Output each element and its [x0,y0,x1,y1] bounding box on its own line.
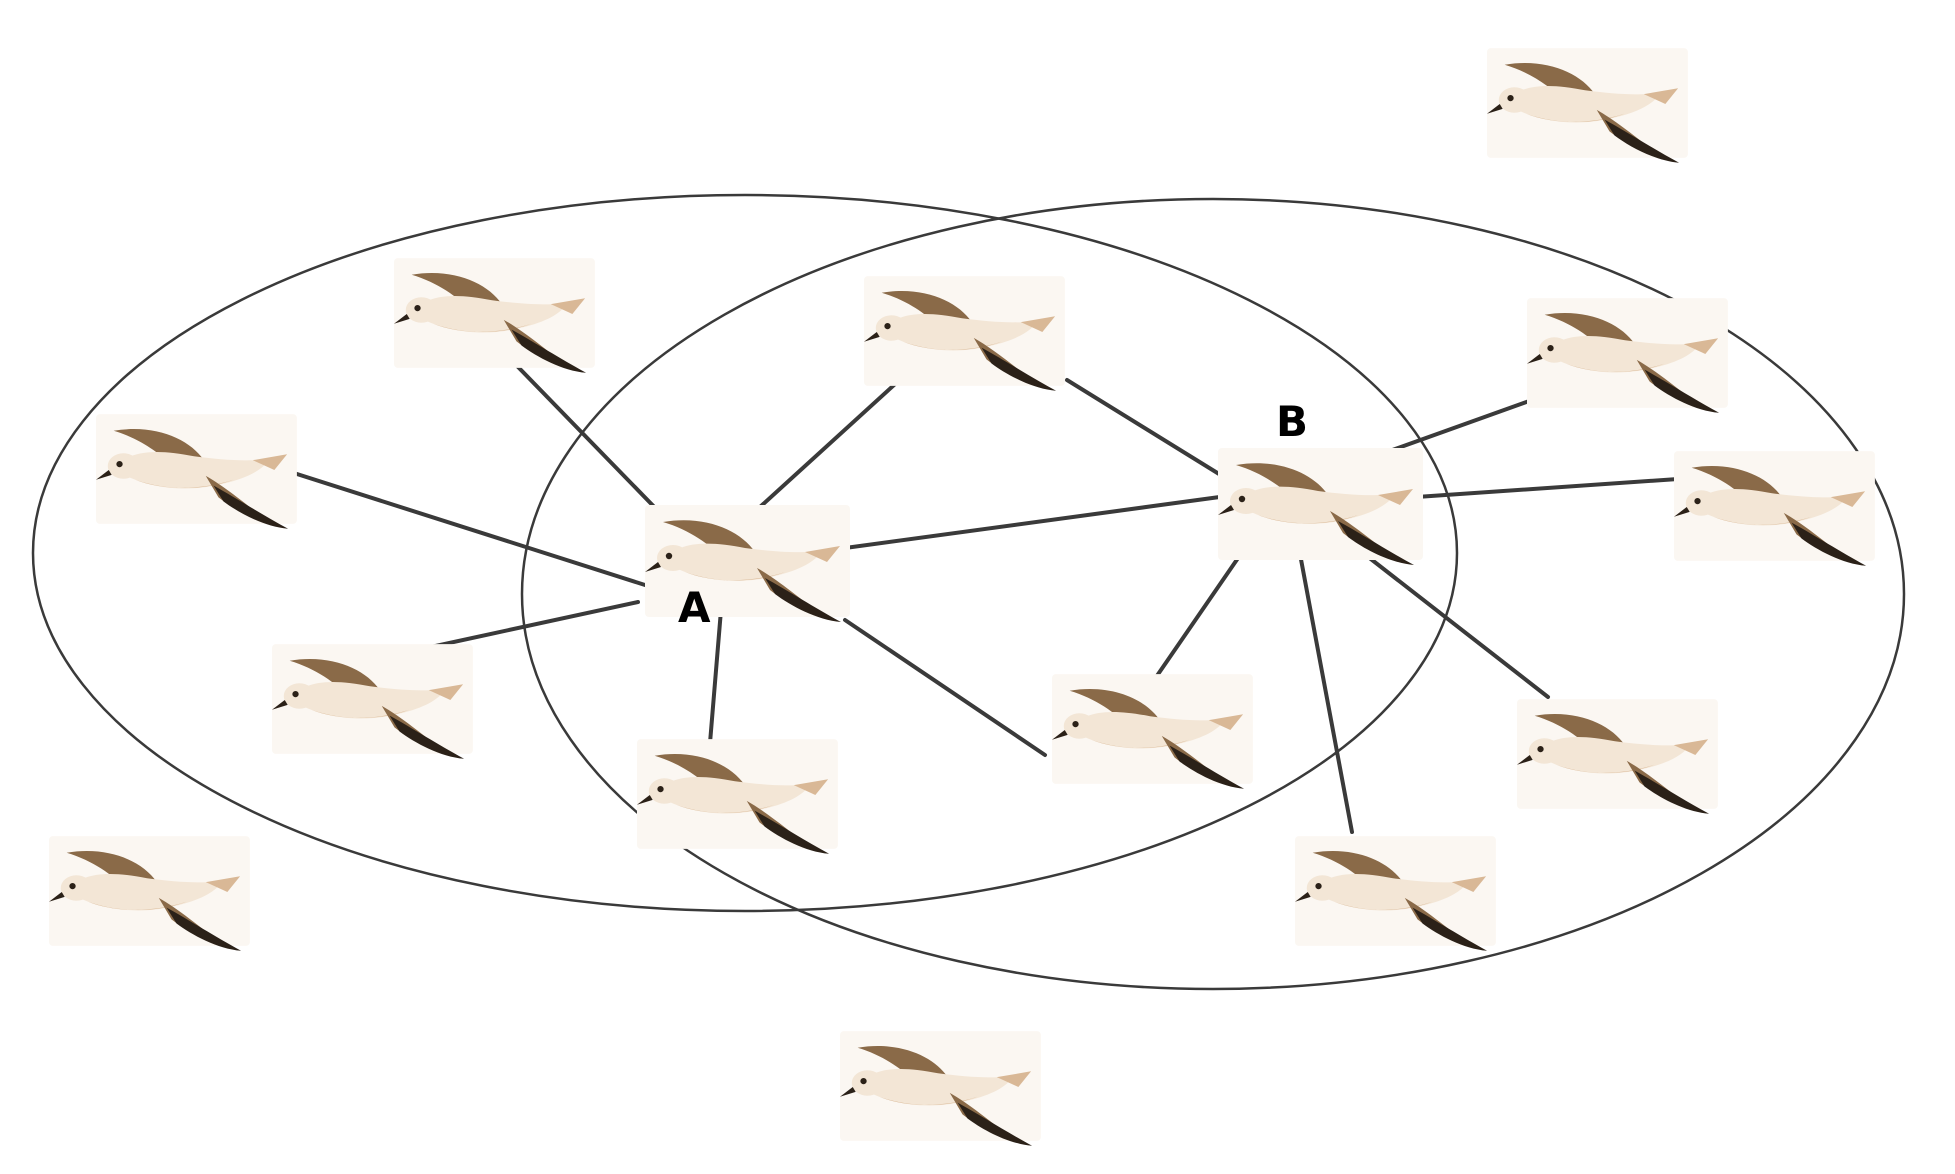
neighborhood-ring-a [31,193,1459,913]
gull-icon [840,1031,1041,1146]
link-b-5 [1295,536,1354,834]
links-b [1065,378,1709,834]
gull-icon [96,414,297,529]
link-b-1 [1065,378,1234,484]
neighborhood-ring-b [520,197,1906,991]
gull-icon [49,836,250,951]
gull-icon [1674,451,1875,566]
link-b-6 [1150,543,1249,685]
link-a-2 [273,465,647,587]
gull-icon [272,644,473,759]
link-b-3 [1400,475,1709,500]
link-a-5 [843,618,1047,757]
link-a-4 [708,596,724,745]
node-label-a: A [678,583,711,632]
gull-icon [637,739,838,854]
link-a-b [821,494,1229,553]
gull-icon [1052,674,1253,789]
gull-icon [864,276,1065,391]
gull-icon [1295,836,1496,951]
gull-icon [394,258,595,373]
link-b-4 [1338,533,1550,699]
node-label-b: B [1276,397,1308,446]
gull-icon [1218,448,1423,565]
gull-icon [1527,298,1728,413]
gull-icon [645,505,850,622]
gull-icon [1517,699,1718,814]
gull-icon [1487,48,1688,163]
